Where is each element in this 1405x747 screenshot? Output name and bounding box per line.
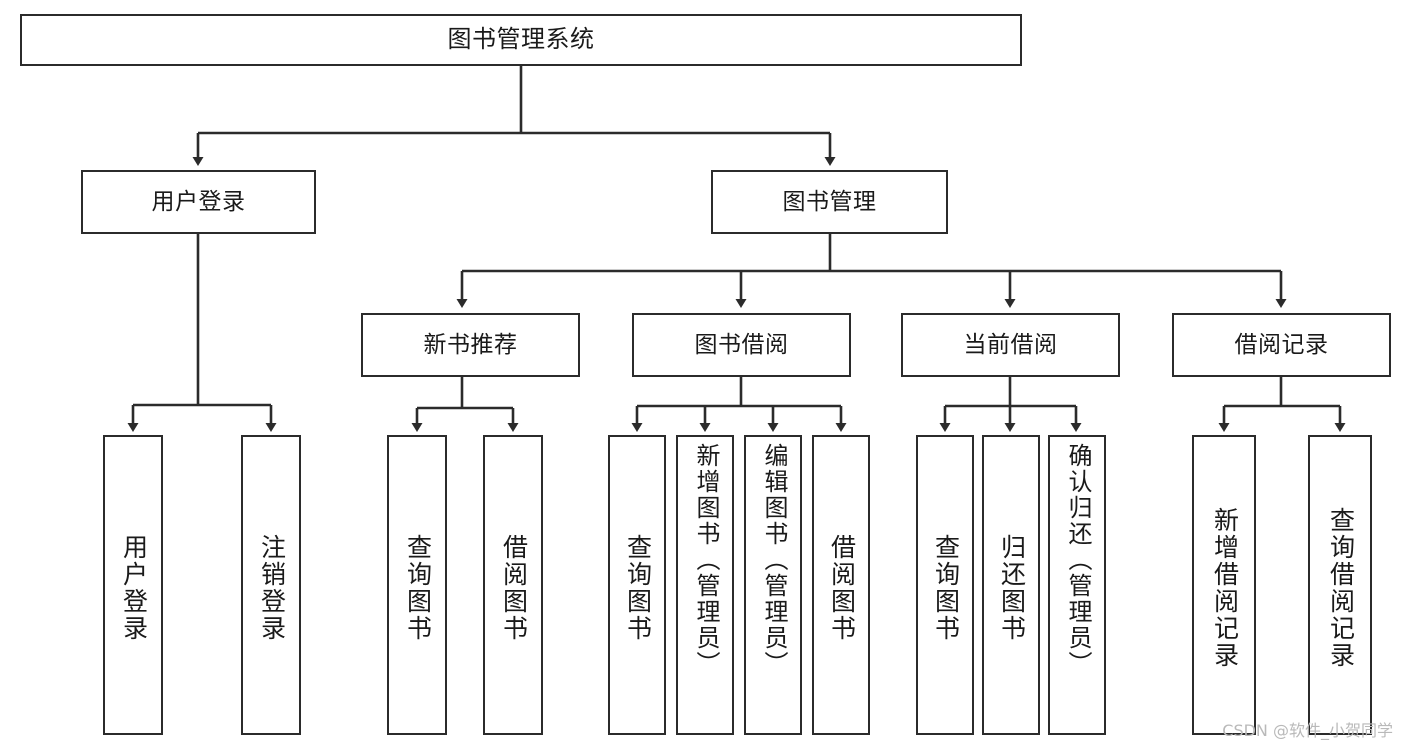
leaf-add-record-label: 新增借阅记录 [1210, 507, 1239, 669]
leaf-query-book-3-label: 查询图书 [931, 534, 960, 642]
leaf-confirm-return-label: 确认归还（管理员） [1064, 443, 1091, 677]
leaf-logout-label: 注销登录 [257, 534, 286, 642]
node-book-borrow-label: 图书借阅 [694, 331, 789, 358]
node-root[interactable]: 图书管理系统 [20, 14, 1022, 66]
node-root-label: 图书管理系统 [447, 25, 595, 53]
node-borrow-record[interactable]: 借阅记录 [1172, 313, 1391, 377]
leaf-return-book[interactable]: 归还图书 [982, 435, 1040, 735]
csdn-watermark: CSDN @软件_小贺同学 [1222, 721, 1393, 740]
leaf-query-book-1-label: 查询图书 [403, 534, 432, 642]
leaf-confirm-return[interactable]: 确认归还（管理员） [1048, 435, 1106, 735]
node-new-book-rec[interactable]: 新书推荐 [361, 313, 580, 377]
node-user-login[interactable]: 用户登录 [81, 170, 316, 234]
leaf-query-book-2-label: 查询图书 [623, 534, 652, 642]
leaf-add-record[interactable]: 新增借阅记录 [1192, 435, 1256, 735]
leaf-borrow-book-2[interactable]: 借阅图书 [812, 435, 870, 735]
leaf-borrow-book-1-label: 借阅图书 [499, 534, 528, 642]
node-book-manage-label: 图书管理 [782, 188, 877, 215]
leaf-edit-book-label: 编辑图书（管理员） [760, 443, 787, 677]
node-book-borrow[interactable]: 图书借阅 [632, 313, 851, 377]
node-current-borrow[interactable]: 当前借阅 [901, 313, 1120, 377]
leaf-return-book-label: 归还图书 [997, 534, 1026, 642]
leaf-query-book-3[interactable]: 查询图书 [916, 435, 974, 735]
leaf-query-book-2[interactable]: 查询图书 [608, 435, 666, 735]
node-user-login-label: 用户登录 [151, 188, 246, 215]
node-borrow-record-label: 借阅记录 [1234, 331, 1329, 358]
node-book-manage[interactable]: 图书管理 [711, 170, 948, 234]
leaf-add-book-label: 新增图书（管理员） [692, 443, 719, 677]
node-new-book-rec-label: 新书推荐 [423, 331, 518, 358]
leaf-query-book-1[interactable]: 查询图书 [387, 435, 447, 735]
leaf-borrow-book-2-label: 借阅图书 [827, 534, 856, 642]
leaf-borrow-book-1[interactable]: 借阅图书 [483, 435, 543, 735]
leaf-user-login[interactable]: 用户登录 [103, 435, 163, 735]
leaf-query-record-label: 查询借阅记录 [1326, 507, 1355, 669]
leaf-user-login-label: 用户登录 [119, 534, 148, 642]
leaf-logout[interactable]: 注销登录 [241, 435, 301, 735]
leaf-query-record[interactable]: 查询借阅记录 [1308, 435, 1372, 735]
node-current-borrow-label: 当前借阅 [963, 331, 1058, 358]
leaf-add-book[interactable]: 新增图书（管理员） [676, 435, 734, 735]
leaf-edit-book[interactable]: 编辑图书（管理员） [744, 435, 802, 735]
